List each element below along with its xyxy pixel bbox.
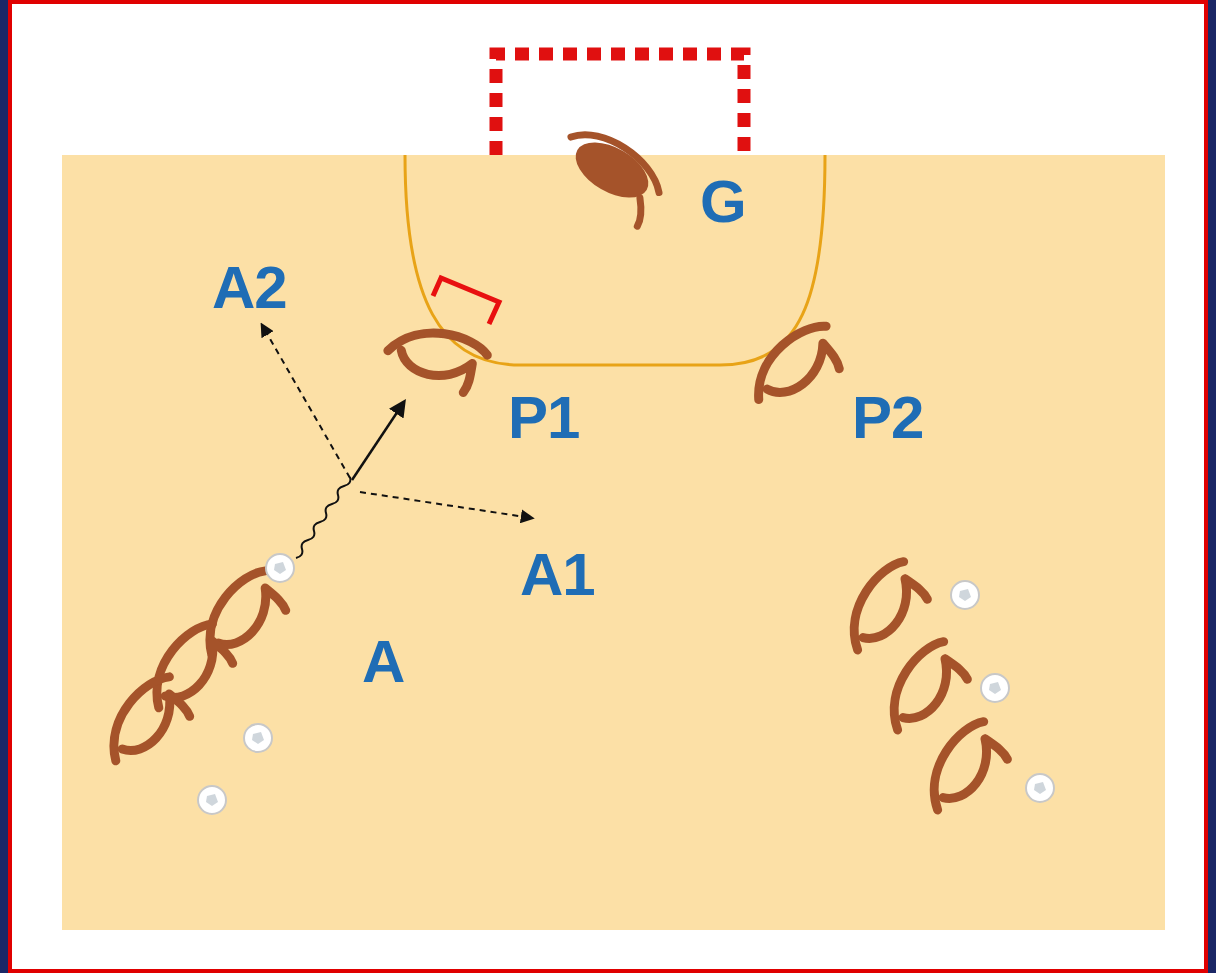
pass-to-a1 [360,492,532,518]
attacker [830,558,932,655]
ball [266,554,294,582]
position-label: G [700,172,746,232]
run-to-p1 [352,402,404,480]
attacker [910,718,1012,815]
court [62,155,1165,930]
position-label: P2 [852,388,923,448]
ball [244,724,272,752]
red-bracket [433,278,499,324]
ball [198,786,226,814]
attacker [91,673,195,766]
position-label: A2 [212,258,287,318]
position-label: A [362,632,404,692]
goal [496,54,744,155]
attacker [870,638,972,735]
ball [981,674,1009,702]
position-label: A1 [520,545,595,605]
pass-to-a2 [262,325,350,478]
position-label: P1 [508,388,579,448]
defender-p2 [741,322,845,405]
ball [1026,774,1054,802]
ball [951,581,979,609]
defender-p1 [385,312,489,395]
dribble-line [296,477,350,558]
goalkeeper [549,122,670,227]
attacker [134,620,238,713]
